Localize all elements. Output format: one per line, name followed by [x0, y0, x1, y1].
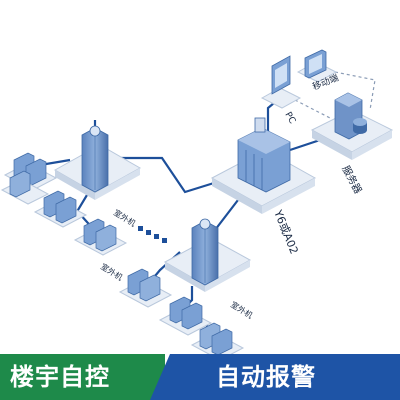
- banner-left-panel: [0, 354, 165, 400]
- dot-connector: [138, 226, 167, 243]
- mobile-device: [296, 49, 338, 83]
- label-outdoor-top: 室外机: [112, 207, 138, 228]
- dashed-mobile-to-server: [334, 71, 376, 111]
- building-tower-2: [163, 218, 252, 292]
- banner-left-title: 楼宇自控: [10, 363, 110, 391]
- label-server: 服务器: [339, 163, 365, 196]
- label-outdoor-bottom: 室外机: [229, 299, 255, 320]
- outdoor-units-bottom: [118, 268, 245, 361]
- dashed-pc-to-server: [294, 99, 331, 119]
- outdoor-units-middle: [33, 190, 128, 256]
- pc-computer: [260, 55, 302, 109]
- label-outdoor-left: 室外机: [99, 261, 125, 282]
- banner-right-title: 自动报警: [216, 363, 316, 391]
- label-pc: PC: [282, 111, 297, 126]
- server: [310, 92, 394, 160]
- outdoor-units-left: [0, 152, 58, 205]
- caption-banner: 楼宇自控 自动报警: [0, 354, 400, 400]
- host-controller: [210, 117, 317, 214]
- building-tower-1: [53, 125, 142, 200]
- banner-right-panel: [150, 354, 400, 400]
- wireless-links: [294, 71, 376, 119]
- label-host: Y6或A02: [271, 207, 301, 256]
